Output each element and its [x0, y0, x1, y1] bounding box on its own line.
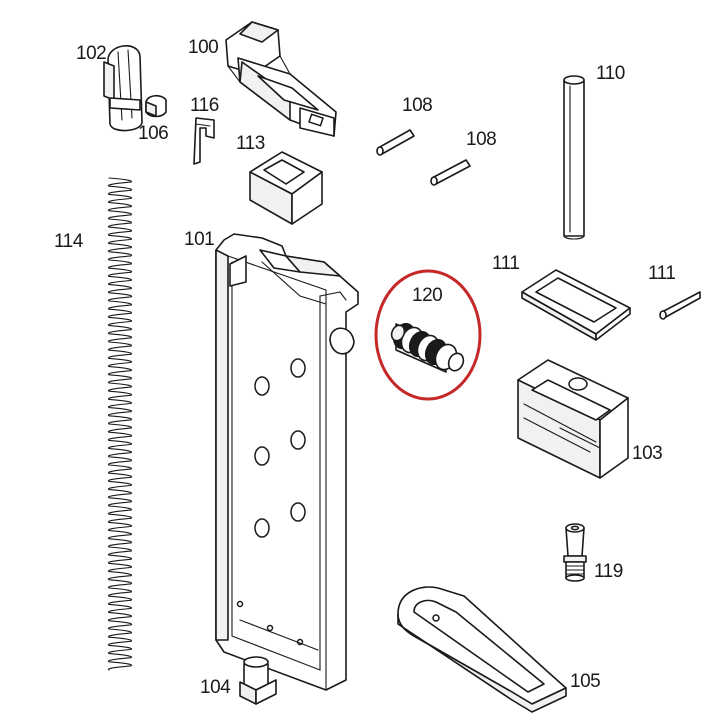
part-100-follower	[225, 21, 337, 137]
part-106-cap	[145, 94, 167, 118]
part-110-rod	[563, 75, 585, 240]
part-108-pin-lower	[430, 159, 471, 186]
part-label-101: 101	[184, 229, 215, 250]
part-113-block	[249, 151, 323, 225]
part-label-120: 120	[412, 285, 443, 306]
part-label-111: 111	[648, 263, 676, 284]
part-116-spring	[107, 177, 133, 671]
part-label-117: 116	[190, 95, 219, 116]
part-119-valve	[563, 523, 587, 582]
part-label-116: 114	[54, 231, 83, 252]
part-label-103: 103	[632, 443, 663, 464]
part-label-108-upper: 108	[402, 95, 433, 116]
part-120-valve	[390, 322, 465, 373]
part-102-latch	[103, 45, 143, 132]
part-label-100: 100	[188, 37, 219, 58]
part-label-119: 119	[594, 561, 623, 582]
part-114-seal	[521, 269, 631, 341]
part-105-baseplate	[397, 586, 567, 713]
part-label-105: 105	[570, 671, 601, 692]
part-label-110: 110	[596, 63, 625, 84]
part-111-pin	[659, 291, 701, 320]
part-label-113: 113	[236, 133, 265, 154]
part-label-106: 106	[138, 123, 169, 144]
highlight-circle-120	[374, 269, 482, 401]
part-label-102: 102	[76, 43, 107, 64]
part-101-magazine-body	[215, 233, 359, 691]
part-108-pin-upper	[376, 129, 415, 156]
part-label-114: 111	[492, 253, 520, 274]
part-label-108-lower: 108	[466, 129, 497, 150]
part-117-clip	[193, 117, 215, 165]
part-104-cap	[239, 656, 277, 705]
part-label-104: 104	[200, 677, 231, 698]
part-103-block	[517, 359, 629, 479]
